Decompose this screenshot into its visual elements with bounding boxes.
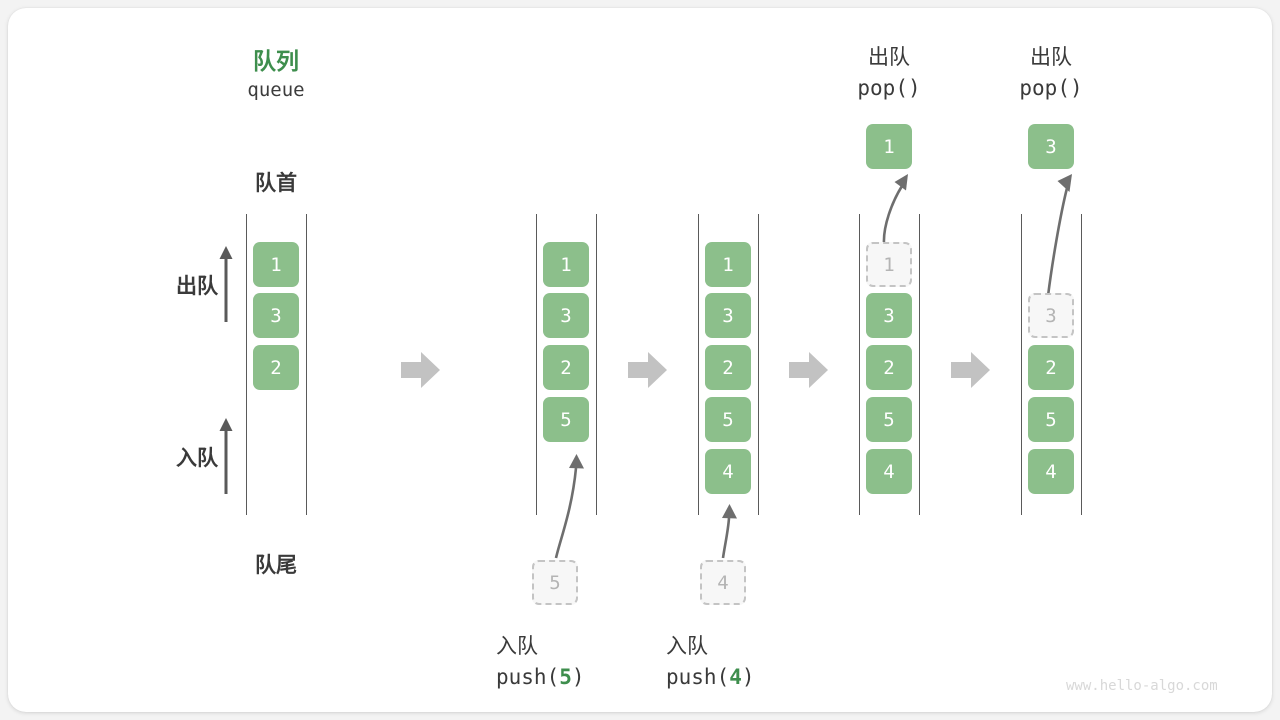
diagram-title-en: queue bbox=[247, 79, 305, 101]
dequeue-direction-arrow-icon bbox=[219, 246, 233, 322]
queue-box: 2 bbox=[866, 345, 912, 390]
diagram-title-cn: 队列 bbox=[253, 48, 299, 74]
queue-head-label: 队首 bbox=[255, 172, 297, 195]
pop-3-header-code: pop() bbox=[1019, 76, 1083, 100]
queue-box: 3 bbox=[543, 293, 589, 338]
popped-box: 1 bbox=[866, 124, 912, 169]
queue-tail-label: 队尾 bbox=[255, 554, 297, 577]
queue-box: 2 bbox=[705, 345, 751, 390]
queue-rail-left bbox=[246, 214, 247, 515]
push-4-code-suffix: ) bbox=[741, 665, 755, 689]
push-5-code-prefix: push( bbox=[496, 665, 560, 689]
queue-rail-right bbox=[306, 214, 307, 515]
push-4-caption-cn: 入队 bbox=[666, 635, 708, 658]
queue-box: 1 bbox=[253, 242, 299, 287]
queue-box: 4 bbox=[866, 449, 912, 494]
queue-box-new: 4 bbox=[705, 449, 751, 494]
incoming-ghost-box: 5 bbox=[532, 560, 578, 605]
incoming-ghost-box: 4 bbox=[700, 560, 746, 605]
queue-box-removed: 1 bbox=[866, 242, 912, 287]
push-4-code-prefix: push( bbox=[666, 665, 730, 689]
queue-column-push-5: 1 3 2 5 bbox=[536, 214, 597, 515]
queue-box: 5 bbox=[1028, 397, 1074, 442]
queue-rail-right bbox=[1081, 214, 1082, 515]
queue-column-pop-1: 1 3 2 5 4 bbox=[859, 214, 920, 515]
push-5-caption-cn: 入队 bbox=[496, 635, 538, 658]
queue-rail-right bbox=[596, 214, 597, 515]
dequeue-side-label: 出队 bbox=[176, 275, 218, 298]
queue-rail-right bbox=[919, 214, 920, 515]
queue-box-new: 5 bbox=[543, 397, 589, 442]
queue-rail-right bbox=[758, 214, 759, 515]
push-5-code-num: 5 bbox=[559, 665, 572, 689]
push-4-caption-code: push(4) bbox=[666, 665, 846, 689]
queue-box: 5 bbox=[705, 397, 751, 442]
queue-rail-left bbox=[536, 214, 537, 515]
queue-rail-left bbox=[698, 214, 699, 515]
pop-curve-arrow-icon bbox=[1046, 174, 1072, 297]
step-arrow-icon bbox=[789, 352, 828, 388]
enqueue-side-label: 入队 bbox=[176, 447, 218, 470]
pop-1-header-cn: 出队 bbox=[868, 46, 910, 69]
queue-box: 1 bbox=[705, 242, 751, 287]
queue-box: 5 bbox=[866, 397, 912, 442]
queue-rail-left bbox=[859, 214, 860, 515]
watermark: www.hello-algo.com bbox=[1066, 678, 1218, 694]
queue-box: 3 bbox=[253, 293, 299, 338]
queue-box: 3 bbox=[705, 293, 751, 338]
queue-box-removed: 3 bbox=[1028, 293, 1074, 338]
push-curve-arrow-icon bbox=[721, 504, 737, 559]
push-5-code-suffix: ) bbox=[571, 665, 585, 689]
popped-box: 3 bbox=[1028, 124, 1074, 169]
step-arrow-icon bbox=[401, 352, 440, 388]
queue-box: 2 bbox=[543, 345, 589, 390]
queue-box: 2 bbox=[253, 345, 299, 390]
queue-box: 1 bbox=[543, 242, 589, 287]
queue-box: 3 bbox=[866, 293, 912, 338]
step-arrow-icon bbox=[628, 352, 667, 388]
push-curve-arrow-icon bbox=[554, 454, 584, 559]
push-4-code-num: 4 bbox=[729, 665, 742, 689]
queue-box: 2 bbox=[1028, 345, 1074, 390]
push-5-caption-code: push(5) bbox=[496, 665, 676, 689]
enqueue-direction-arrow-icon bbox=[219, 418, 233, 494]
queue-box: 4 bbox=[1028, 449, 1074, 494]
queue-column-pop-3: 3 2 5 4 bbox=[1021, 214, 1082, 515]
diagram-card: 队列 queue 队首 队尾 出队 入队 1 3 2 1 3 2 5 5 入队 bbox=[8, 8, 1272, 712]
pop-3-header-cn: 出队 bbox=[1030, 46, 1072, 69]
queue-column-push-4: 1 3 2 5 4 bbox=[698, 214, 759, 515]
pop-curve-arrow-icon bbox=[882, 174, 908, 245]
queue-column-initial: 1 3 2 bbox=[246, 214, 307, 515]
pop-1-header-code: pop() bbox=[857, 76, 921, 100]
queue-rail-left bbox=[1021, 214, 1022, 515]
step-arrow-icon bbox=[951, 352, 990, 388]
